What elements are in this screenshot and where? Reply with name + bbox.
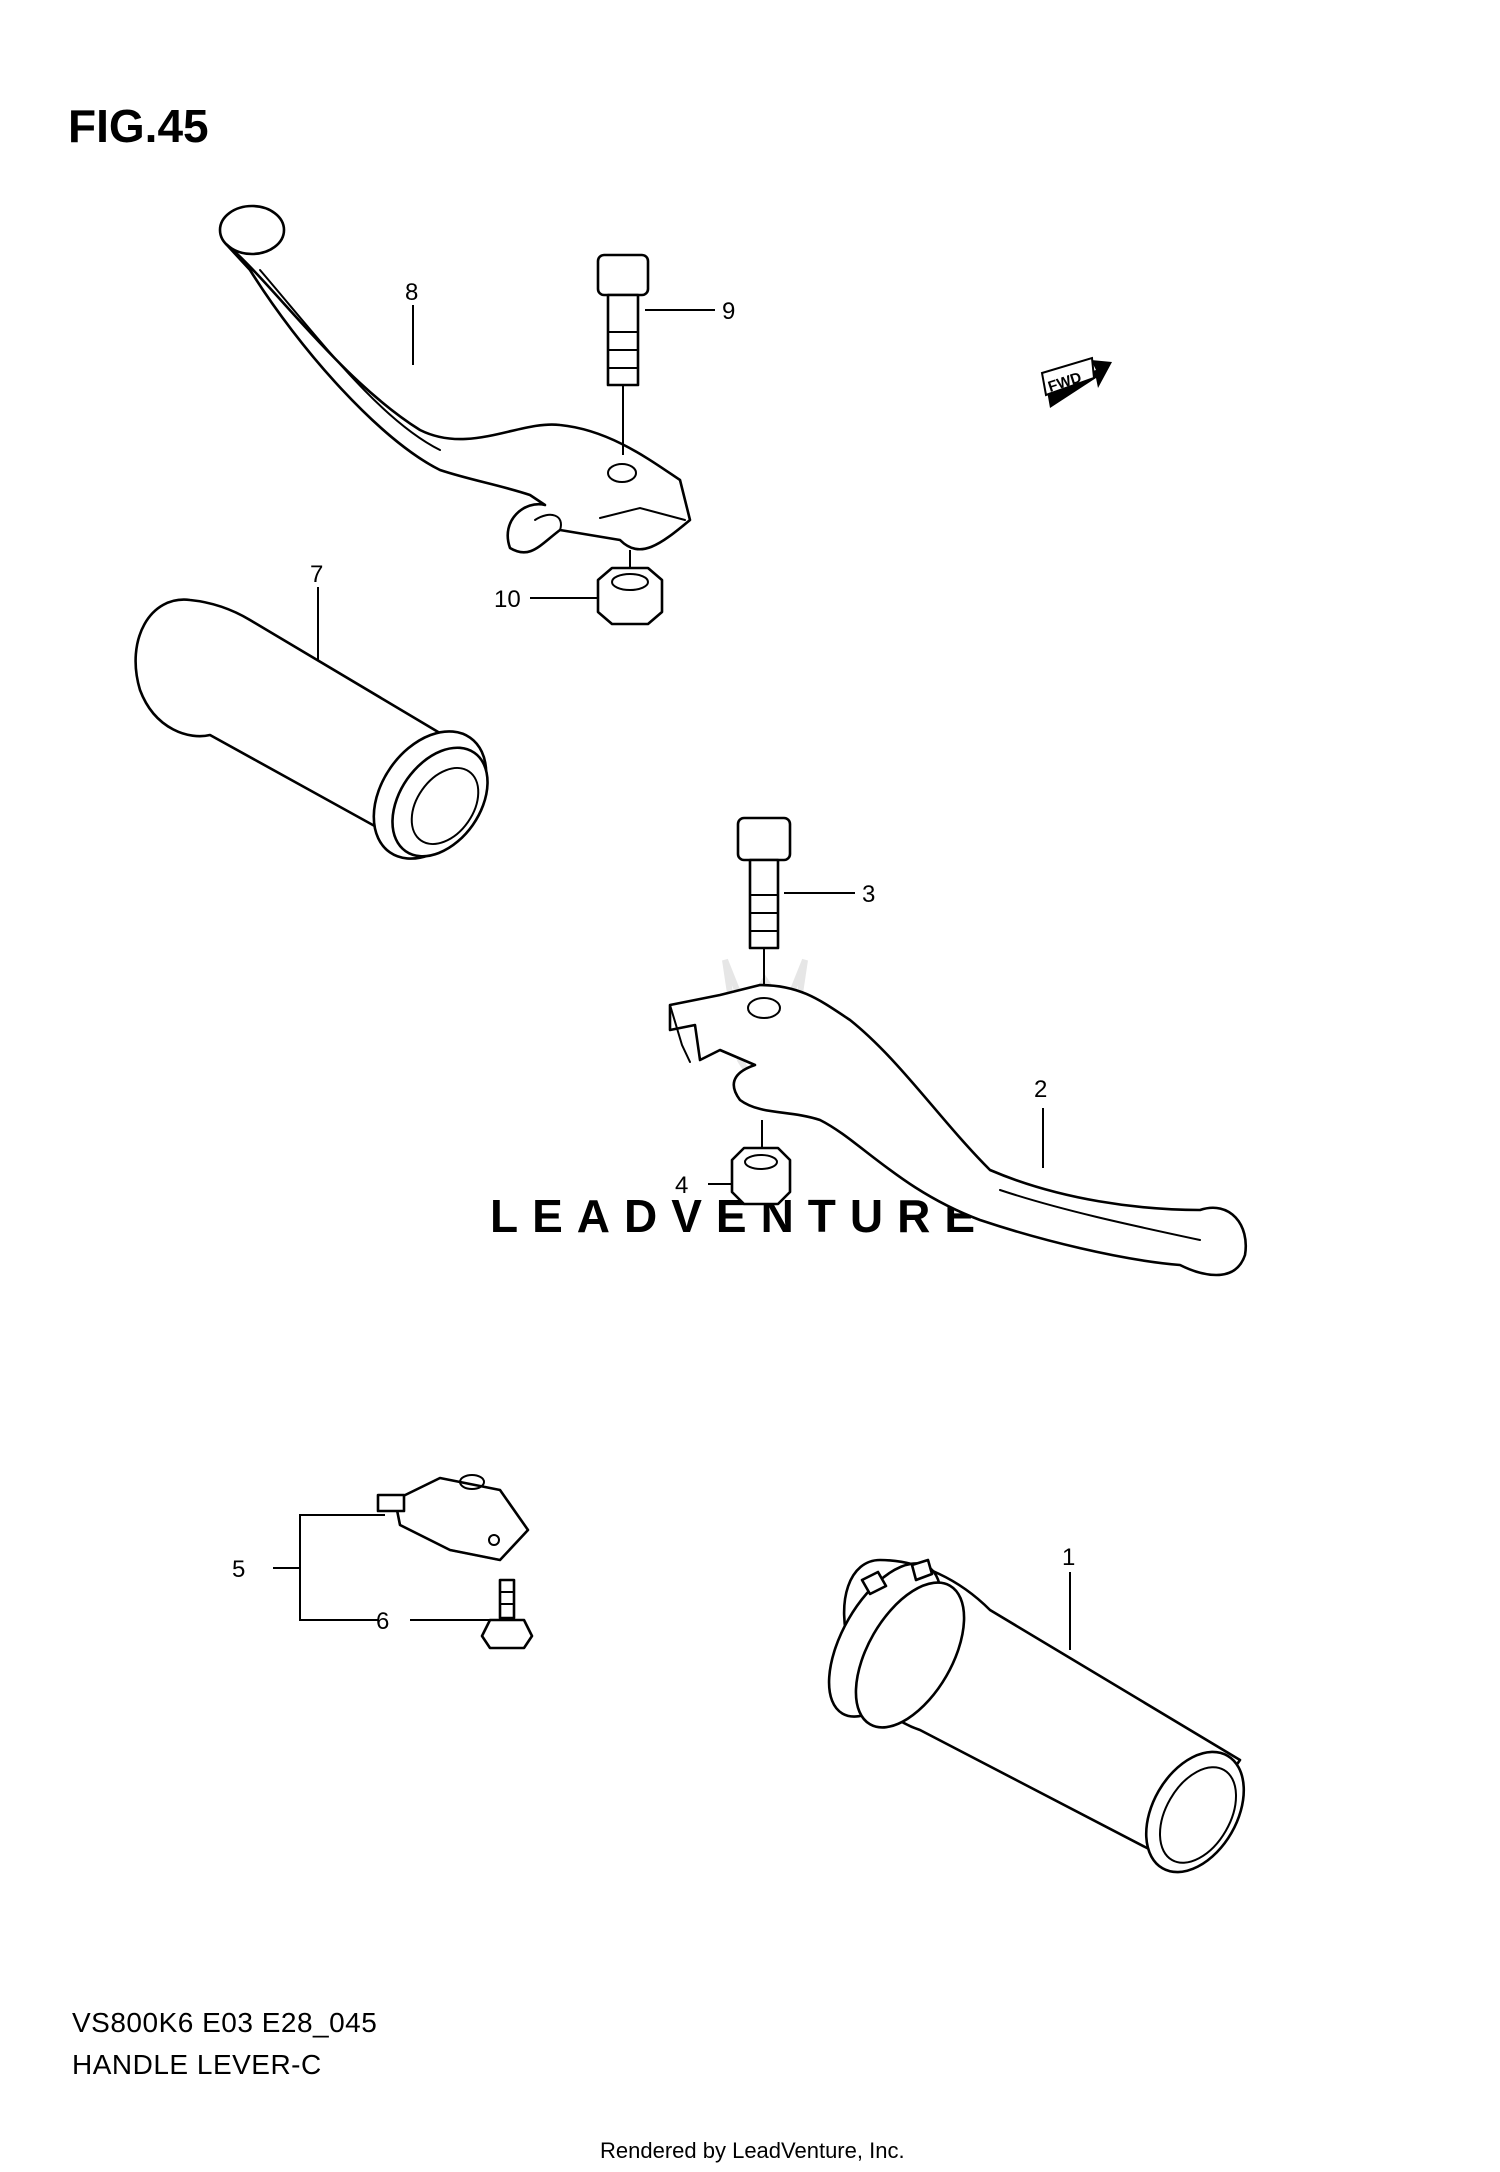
callout-5: 5 (232, 1556, 245, 1583)
callout-8: 8 (405, 279, 418, 306)
screw-6 (480, 1578, 534, 1650)
watermark: LEADVENTURE (490, 958, 989, 1242)
callout-4: 4 (675, 1172, 688, 1199)
figure-title: FIG.45 (68, 100, 209, 152)
callout-3: 3 (862, 881, 875, 908)
bolt-9 (596, 253, 650, 455)
caption-name: HANDLE LEVER-C (72, 2049, 322, 2080)
bolt-3 (736, 816, 792, 990)
callout-1: 1 (1062, 1544, 1075, 1571)
callout-6: 6 (376, 1608, 389, 1635)
nut-4 (730, 1120, 792, 1206)
switch-5 (376, 1474, 530, 1562)
fwd-direction-icon: FWD (1040, 356, 1112, 408)
nut-10 (596, 550, 664, 626)
lever-front-brake (668, 983, 1248, 1277)
callout-7: 7 (310, 561, 323, 588)
callout-2: 2 (1034, 1076, 1047, 1103)
watermark-text: LEADVENTURE (490, 1190, 989, 1242)
callout-numbers: 1 2 3 4 5 6 7 8 9 10 (232, 279, 1075, 1635)
lever-clutch (218, 204, 692, 554)
callout-9: 9 (722, 298, 735, 325)
callout-leaders (273, 305, 1071, 1650)
rendered-by-footer: Rendered by LeadVenture, Inc. (600, 2138, 905, 2163)
grip-right (827, 1558, 1246, 1874)
grip-left (134, 598, 489, 860)
callout-10: 10 (494, 586, 521, 613)
caption-code: VS800K6 E03 E28_045 (72, 2007, 377, 2038)
